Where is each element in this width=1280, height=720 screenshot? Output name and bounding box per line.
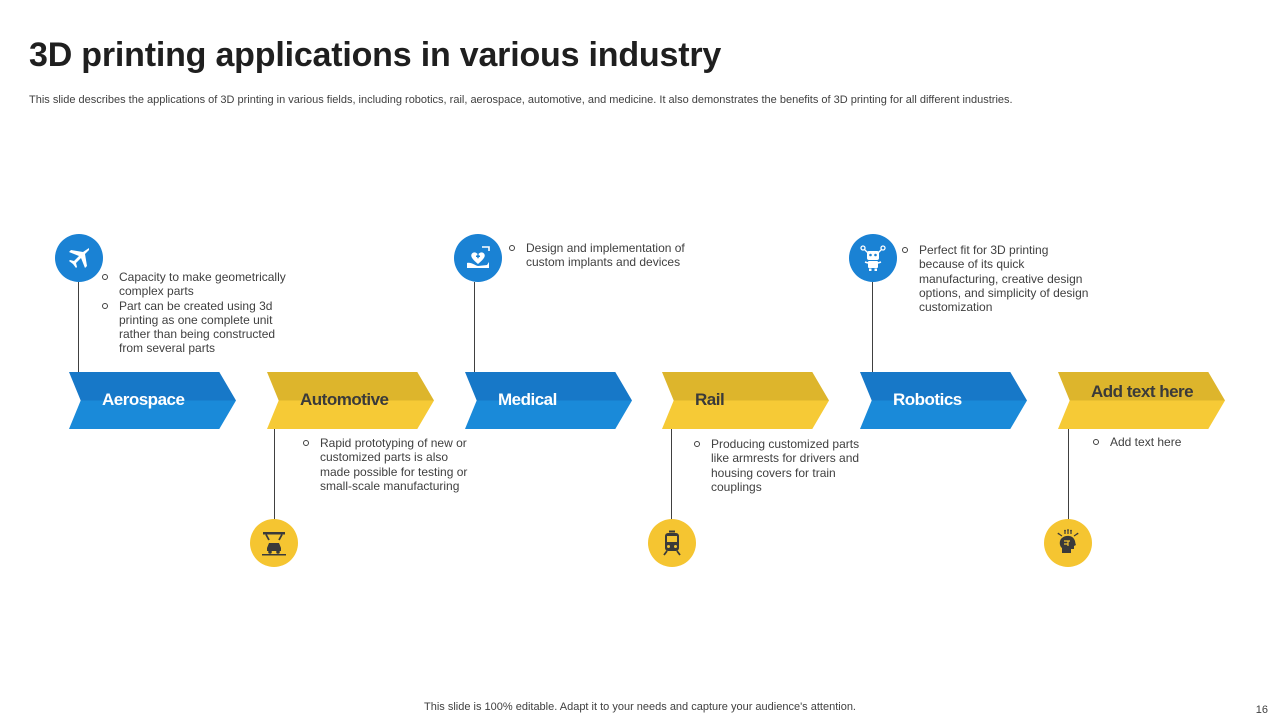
connector-line [78,282,79,372]
bullet-item: Producing customized parts like armrests… [693,437,863,494]
chevron-medical: Medical [465,372,632,429]
chevron-add-text: Add text here [1058,372,1225,429]
medical-bullets: Design and implementation of custom impl… [508,241,698,270]
chevron-label: Aerospace [102,390,185,409]
connector-line [872,282,873,372]
connector-line [1068,429,1069,520]
robot-icon [849,234,897,282]
page-subtitle: This slide describes the applications of… [29,94,1013,106]
chevron-robotics: Robotics [860,372,1027,429]
chevron-label: Add text here [1091,382,1194,401]
bullet-item: Add text here [1092,435,1242,449]
robotics-bullets: Perfect fit for 3D printing because of i… [901,243,1091,314]
chevron-label: Rail [695,390,725,409]
aerospace-bullets: Capacity to make geometrically complex p… [101,270,296,356]
connector-line [474,282,475,372]
chevron-label: Automotive [300,390,389,409]
bullet-item: Rapid prototyping of new or customized p… [302,436,472,493]
chevron-label: Medical [498,390,557,409]
rail-bullets: Producing customized parts like armrests… [693,437,863,494]
train-icon [648,519,696,567]
chevron-automotive: Automotive [267,372,434,429]
bullet-item: Part can be created using 3d printing as… [101,299,296,356]
heart-hand-icon [454,234,502,282]
bullet-item: Capacity to make geometrically complex p… [101,270,296,299]
page-number: 16 [1255,704,1268,716]
chevron-rail: Rail [662,372,829,429]
head-circuit-icon [1044,519,1092,567]
airplane-icon [55,234,103,282]
automotive-bullets: Rapid prototyping of new or customized p… [302,436,472,493]
connector-line [671,429,672,520]
car-assembly-icon [250,519,298,567]
chevron-label: Robotics [893,390,962,409]
page-title: 3D printing applications in various indu… [29,36,722,74]
footer-note: This slide is 100% editable. Adapt it to… [424,701,856,713]
bullet-item: Perfect fit for 3D printing because of i… [901,243,1091,314]
add-text-bullets: Add text here [1092,435,1242,449]
chevron-aerospace: Aerospace [69,372,236,429]
connector-line [274,429,275,520]
bullet-item: Design and implementation of custom impl… [508,241,698,270]
